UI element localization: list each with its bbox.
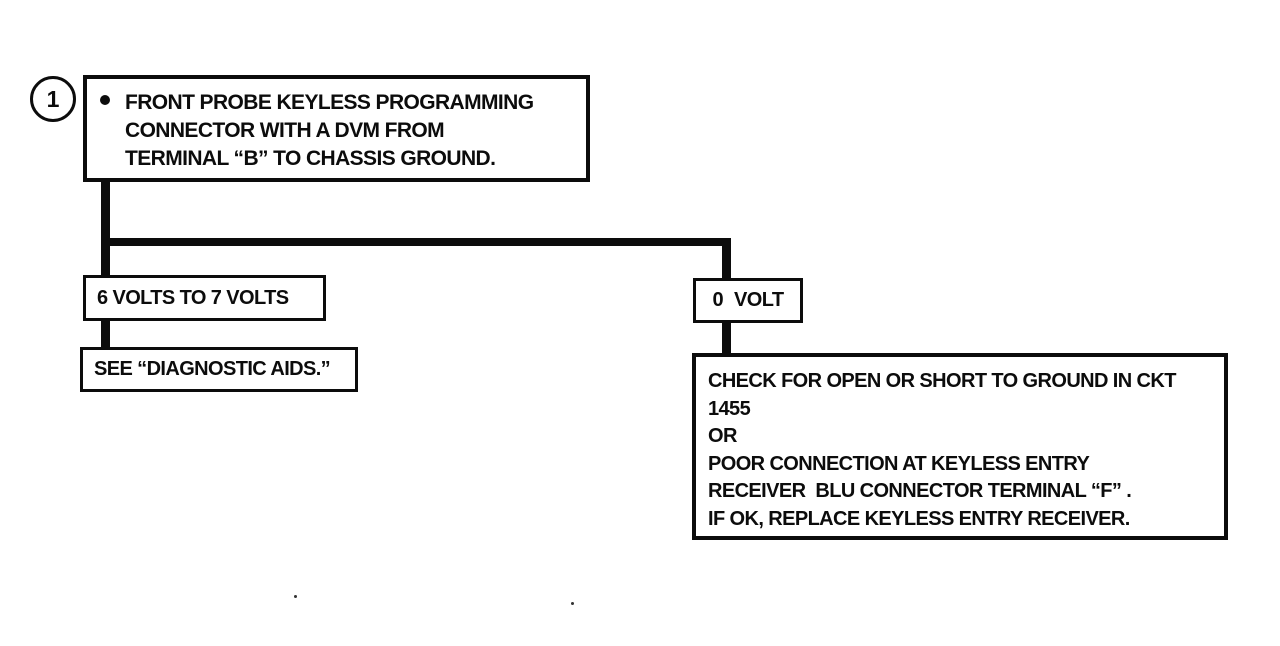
scan-speck — [571, 602, 574, 605]
right-condition-label: 0 VOLT — [712, 289, 785, 311]
left-condition-box: 6 VOLTS TO 7 VOLTS — [83, 275, 326, 321]
instruction-line: FRONT PROBE KEYLESS PROGRAMMING — [125, 91, 534, 114]
bullet-icon — [100, 95, 110, 105]
connector-right-drop-line — [722, 240, 731, 280]
connector-left-stub-line — [101, 318, 110, 349]
instruction-box: FRONT PROBE KEYLESS PROGRAMMING CONNECTO… — [83, 75, 590, 182]
left-condition-label: 6 VOLTS TO 7 VOLTS — [97, 286, 289, 309]
right-condition-box: 0 VOLT — [693, 278, 803, 323]
connector-branch-line — [101, 238, 731, 246]
right-action-line: OR — [708, 425, 737, 447]
right-action-line: CHECK FOR OPEN OR SHORT TO GROUND IN CKT — [708, 370, 1176, 392]
instruction-line: TERMINAL “B” TO CHASSIS GROUND. — [125, 147, 496, 170]
left-action-label: SEE “DIAGNOSTIC AIDS.” — [94, 358, 331, 380]
step-number-label: 1 — [46, 85, 60, 112]
right-action-line: 1455 — [708, 397, 751, 420]
right-action-line: IF OK, REPLACE KEYLESS ENTRY RECEIVER. — [708, 507, 1130, 530]
right-action-box: CHECK FOR OPEN OR SHORT TO GROUND IN CKT… — [692, 353, 1228, 540]
right-action-line: RECEIVER BLU CONNECTOR TERMINAL “F” . — [708, 480, 1132, 502]
step-number-circle: 1 — [30, 76, 76, 122]
connector-trunk-line — [101, 180, 110, 277]
left-action-box: SEE “DIAGNOSTIC AIDS.” — [80, 347, 358, 392]
scan-speck — [294, 595, 297, 598]
connector-right-stub-line — [722, 321, 731, 355]
instruction-text: FRONT PROBE KEYLESS PROGRAMMING CONNECTO… — [125, 89, 534, 173]
right-action-line: POOR CONNECTION AT KEYLESS ENTRY — [708, 452, 1090, 475]
instruction-line: CONNECTOR WITH A DVM FROM — [125, 119, 445, 142]
